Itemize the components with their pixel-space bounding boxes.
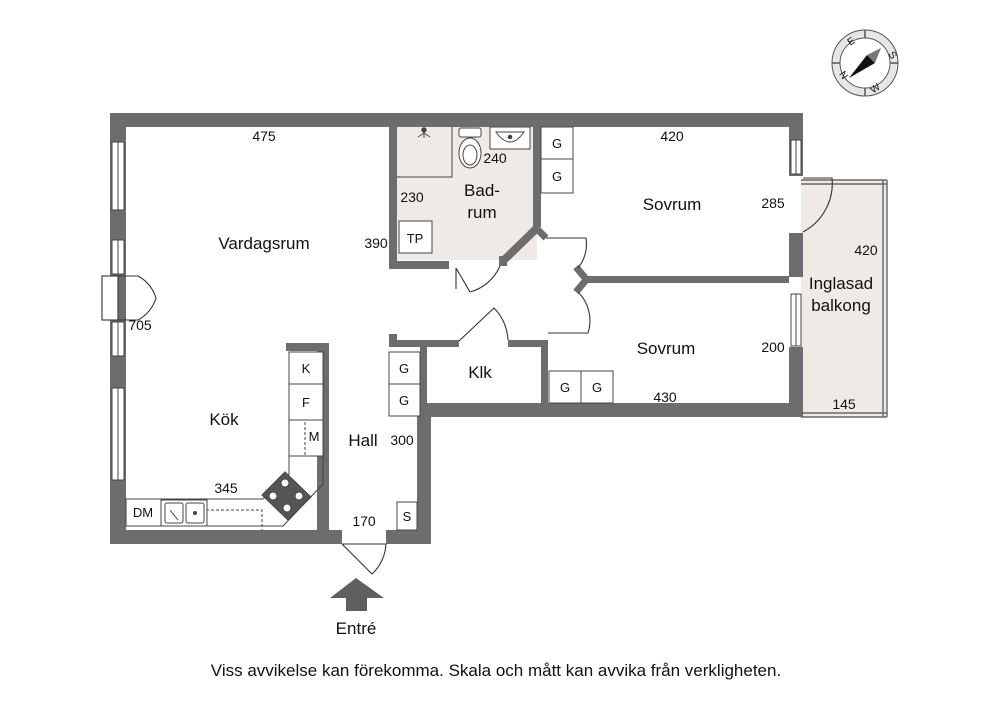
- dimension-label: 200: [761, 339, 785, 355]
- fixture-label-storage: S: [403, 509, 412, 524]
- room-label-kok: Kök: [209, 410, 239, 429]
- dimension-label: 240: [483, 150, 507, 166]
- dimension-label: 300: [390, 432, 414, 448]
- room-label-vardagsrum: Vardagsrum: [218, 234, 309, 253]
- dimension-label: 420: [660, 128, 684, 144]
- fixture-label-microwave: M: [309, 429, 320, 444]
- fixture-label-tp: TP: [407, 231, 424, 246]
- compass-icon: E S W N: [831, 29, 899, 97]
- dimension-label: 420: [854, 242, 878, 258]
- fixture-label-wardrobe: G: [560, 380, 570, 395]
- fixture-label-wardrobe: G: [592, 380, 602, 395]
- dimension-label: 705: [128, 317, 152, 333]
- room-label-balkong-2: balkong: [811, 296, 871, 315]
- dimension-label: 285: [761, 195, 785, 211]
- sink-icon: [489, 126, 531, 150]
- shower-icon: [417, 127, 431, 138]
- fixture-label-fridge: K: [302, 361, 311, 376]
- toilet-icon: [458, 127, 482, 169]
- fixture-label-dishwasher: DM: [133, 505, 153, 520]
- windows: [111, 139, 802, 481]
- kitchen-sink-icon: [160, 499, 208, 527]
- room-label-badrum-1: Bad-: [464, 181, 500, 200]
- stove-icon: [261, 471, 312, 521]
- bedroom-angle-wall-top: [573, 264, 589, 282]
- dimension-label: 390: [364, 235, 388, 251]
- room-label-balkong-1: Inglasad: [809, 274, 873, 293]
- dimension-label: 475: [252, 128, 276, 144]
- dimension-label: 345: [214, 480, 238, 496]
- room-label-sovrum-1: Sovrum: [643, 195, 702, 214]
- disclaimer-text: Viss avvikelse kan förekomma. Skala och …: [210, 661, 782, 680]
- bath-diagonal-tip: [534, 226, 549, 241]
- dimension-label: 230: [400, 189, 424, 205]
- entrance-label: Entré: [336, 619, 377, 638]
- room-label-badrum-2: rum: [467, 203, 496, 222]
- fixture-label-wardrobe: G: [399, 393, 409, 408]
- bath-diagonal-wall: [500, 224, 541, 264]
- fixture-label-wardrobe: G: [552, 136, 562, 151]
- entrance-arrow-icon: [330, 578, 384, 611]
- dimension-label: 430: [653, 389, 677, 405]
- fixture-label-wardrobe: G: [399, 361, 409, 376]
- dimension-label: 145: [832, 396, 856, 412]
- room-label-klk: Klk: [468, 363, 492, 382]
- fixture-label-wardrobe: G: [552, 169, 562, 184]
- balcony-floor: [801, 180, 887, 417]
- bathroom-fixtures: [397, 126, 531, 254]
- kitchen-fixtures: [125, 351, 324, 530]
- room-label-hall: Hall: [348, 431, 377, 450]
- storage-cabinet: [396, 501, 418, 531]
- balcony-glazing: [801, 179, 888, 418]
- bedroom-angle-wall-bottom: [573, 277, 589, 295]
- room-label-sovrum-2: Sovrum: [637, 339, 696, 358]
- fixture-label-freezer: F: [302, 395, 310, 410]
- dimension-label: 170: [352, 513, 376, 529]
- wardrobes: [388, 126, 614, 417]
- doors: [101, 177, 833, 575]
